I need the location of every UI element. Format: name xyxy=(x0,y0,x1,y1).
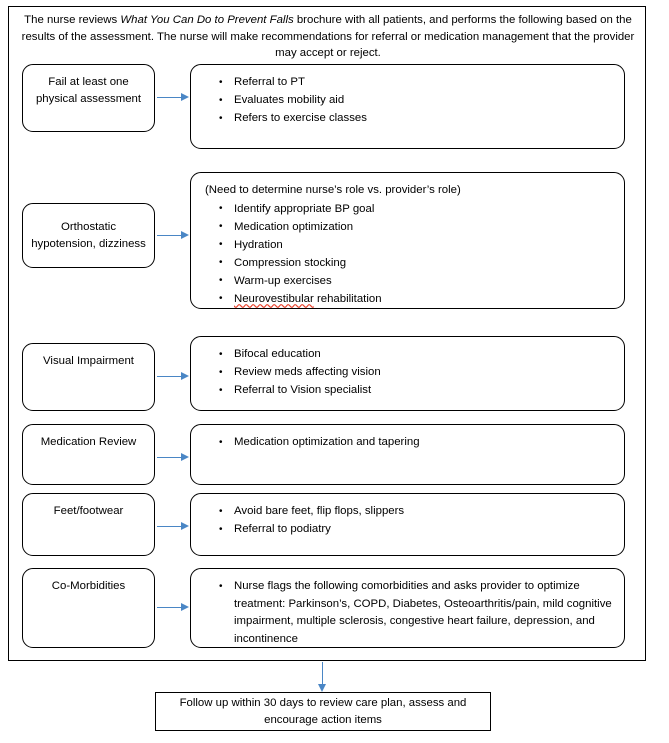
arrow-shaft xyxy=(157,457,182,459)
trigger-box-4[interactable]: Medication Review xyxy=(22,424,155,485)
list-item: Referral to PT xyxy=(203,74,612,92)
trigger-box-2[interactable]: Orthostatic hypotension, dizziness xyxy=(22,203,155,268)
action-list-3: Bifocal education Review meds affecting … xyxy=(203,346,612,400)
list-item-misspelled: Neurovestibular rehabilitation xyxy=(203,290,612,309)
trigger-label-3: Visual Impairment xyxy=(43,355,134,367)
list-item: Review meds affecting vision xyxy=(203,364,612,382)
trigger-label-6: Co-Morbidities xyxy=(51,580,126,592)
trigger-label-2: Orthostatic hypotension, dizziness xyxy=(31,221,146,250)
arrow-shaft xyxy=(157,607,182,609)
intro-part-2: brochure with all patients, and performs… xyxy=(21,14,635,59)
list-item: Refers to exercise classes xyxy=(203,110,612,128)
diagram-outer-frame xyxy=(8,6,646,661)
arrow-head-icon xyxy=(318,684,326,692)
trigger-label-4: Medication Review xyxy=(40,436,137,448)
followup-box[interactable]: Follow up within 30 days to review care … xyxy=(155,692,491,731)
misspelled-word: Neurovestibular xyxy=(234,292,314,305)
arrow-shaft xyxy=(157,526,182,528)
list-item: Nurse flags the following comorbidities … xyxy=(203,578,612,648)
arrow-head-icon xyxy=(181,372,189,380)
connector-arrow-6 xyxy=(157,603,189,612)
trigger-label-1: Fail at least one physical assessment xyxy=(35,76,142,105)
action-list-2: Identify appropriate BP goal Medication … xyxy=(203,200,612,309)
trigger-label-5: Feet/footwear xyxy=(53,505,124,517)
action-note-2: (Need to determine nurse’s role vs. prov… xyxy=(205,184,461,196)
action-list-4: Medication optimization and tapering xyxy=(203,434,612,452)
arrow-shaft xyxy=(157,97,182,99)
trigger-box-5[interactable]: Feet/footwear xyxy=(22,493,155,556)
action-box-4[interactable]: Medication optimization and tapering xyxy=(190,424,625,485)
action-box-6[interactable]: Nurse flags the following comorbidities … xyxy=(190,568,625,648)
intro-part-1: The nurse reviews xyxy=(24,14,121,26)
brochure-title-emphasis: What You Can Do to Prevent Falls xyxy=(120,14,294,26)
list-item: Bifocal education xyxy=(203,346,612,364)
action-box-2[interactable]: (Need to determine nurse’s role vs. prov… xyxy=(190,172,625,309)
arrow-head-icon xyxy=(181,93,189,101)
arrow-head-icon xyxy=(181,522,189,530)
arrow-head-icon xyxy=(181,231,189,239)
connector-arrow-3 xyxy=(157,372,189,381)
list-item: Medication optimization xyxy=(203,218,612,237)
list-item: Medication optimization and tapering xyxy=(203,434,612,452)
action-list-1: Referral to PT Evaluates mobility aid Re… xyxy=(203,74,612,128)
action-list-5: Avoid bare feet, flip flops, slippers Re… xyxy=(203,503,612,539)
connector-arrow-5 xyxy=(157,522,189,531)
connector-arrow-4 xyxy=(157,453,189,462)
arrow-shaft xyxy=(157,376,182,378)
action-box-1[interactable]: Referral to PT Evaluates mobility aid Re… xyxy=(190,64,625,149)
arrow-shaft xyxy=(157,235,182,237)
trigger-box-3[interactable]: Visual Impairment xyxy=(22,343,155,411)
connector-arrow-footer xyxy=(318,662,327,692)
list-item: Referral to Vision specialist xyxy=(203,382,612,400)
list-item: Evaluates mobility aid xyxy=(203,92,612,110)
trigger-box-6[interactable]: Co-Morbidities xyxy=(22,568,155,648)
list-item: Hydration xyxy=(203,236,612,255)
arrow-head-icon xyxy=(181,603,189,611)
trigger-box-1[interactable]: Fail at least one physical assessment xyxy=(22,64,155,132)
list-item: Warm-up exercises xyxy=(203,272,612,291)
intro-paragraph: The nurse reviews What You Can Do to Pre… xyxy=(20,12,636,62)
connector-arrow-1 xyxy=(157,93,189,102)
action-box-5[interactable]: Avoid bare feet, flip flops, slippers Re… xyxy=(190,493,625,556)
list-item: Compression stocking xyxy=(203,254,612,273)
arrow-head-icon xyxy=(181,453,189,461)
list-item: Identify appropriate BP goal xyxy=(203,200,612,219)
list-item: Referral to podiatry xyxy=(203,521,612,539)
list-item: Avoid bare feet, flip flops, slippers xyxy=(203,503,612,521)
arrow-shaft xyxy=(322,662,324,685)
action-box-3[interactable]: Bifocal education Review meds affecting … xyxy=(190,336,625,411)
followup-label: Follow up within 30 days to review care … xyxy=(179,697,467,726)
action-list-6: Nurse flags the following comorbidities … xyxy=(203,578,612,648)
connector-arrow-2 xyxy=(157,231,189,240)
